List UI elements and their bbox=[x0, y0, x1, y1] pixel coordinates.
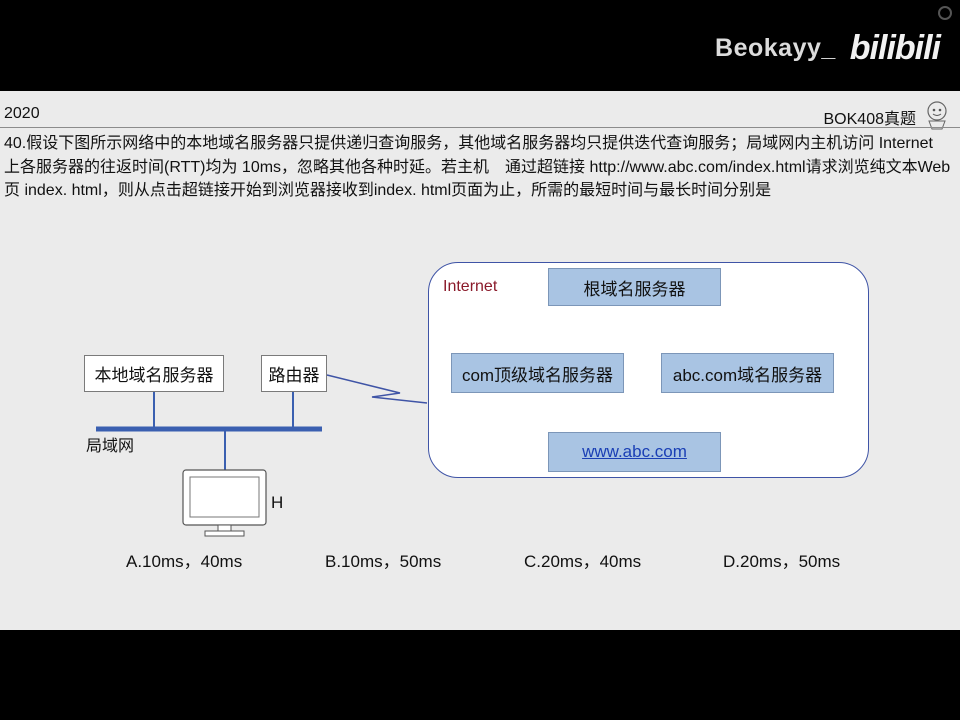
option-c[interactable]: C.20ms，40ms bbox=[524, 552, 642, 571]
question-text: 40.假设下图所示网络中的本地域名服务器只提供递归查询服务，其他域名服务器均只提… bbox=[4, 135, 951, 199]
option-d[interactable]: D.20ms，50ms bbox=[723, 552, 841, 571]
option-b[interactable]: B.10ms，50ms bbox=[325, 552, 442, 571]
option-a[interactable]: A.10ms，40ms bbox=[126, 552, 243, 571]
router: 路由器 bbox=[261, 355, 327, 392]
internet-label: Internet bbox=[443, 278, 498, 295]
host-label: H bbox=[271, 493, 284, 512]
abc-com-dns-server: abc.com域名服务器 bbox=[661, 353, 834, 393]
uploader-name: Beokayy_ bbox=[715, 33, 836, 62]
lan-label: 局域网 bbox=[86, 438, 135, 455]
corner-indicator-icon bbox=[938, 6, 952, 20]
bilibili-logo: bilibili bbox=[849, 28, 941, 67]
root-dns-server: 根域名服务器 bbox=[548, 268, 721, 306]
network-diagram bbox=[96, 374, 428, 537]
com-tld-dns-server: com顶级域名服务器 bbox=[451, 353, 624, 393]
host-monitor-icon bbox=[182, 469, 267, 537]
header-divider bbox=[0, 127, 960, 128]
video-watermark: Beokayy_ bilibili bbox=[715, 18, 941, 78]
local-dns-server: 本地域名服务器 bbox=[84, 355, 224, 392]
slide-source: BOK408真题 bbox=[823, 111, 917, 128]
wan-lightning-link bbox=[326, 374, 428, 404]
slide: 2020 BOK408真题 40.假设下图所示网络中的本地域名服务器只提供递归查… bbox=[0, 91, 960, 630]
slide-year: 2020 bbox=[4, 105, 40, 122]
web-server-link[interactable]: www.abc.com bbox=[548, 432, 721, 472]
cartoon-sticker-icon bbox=[927, 101, 947, 130]
